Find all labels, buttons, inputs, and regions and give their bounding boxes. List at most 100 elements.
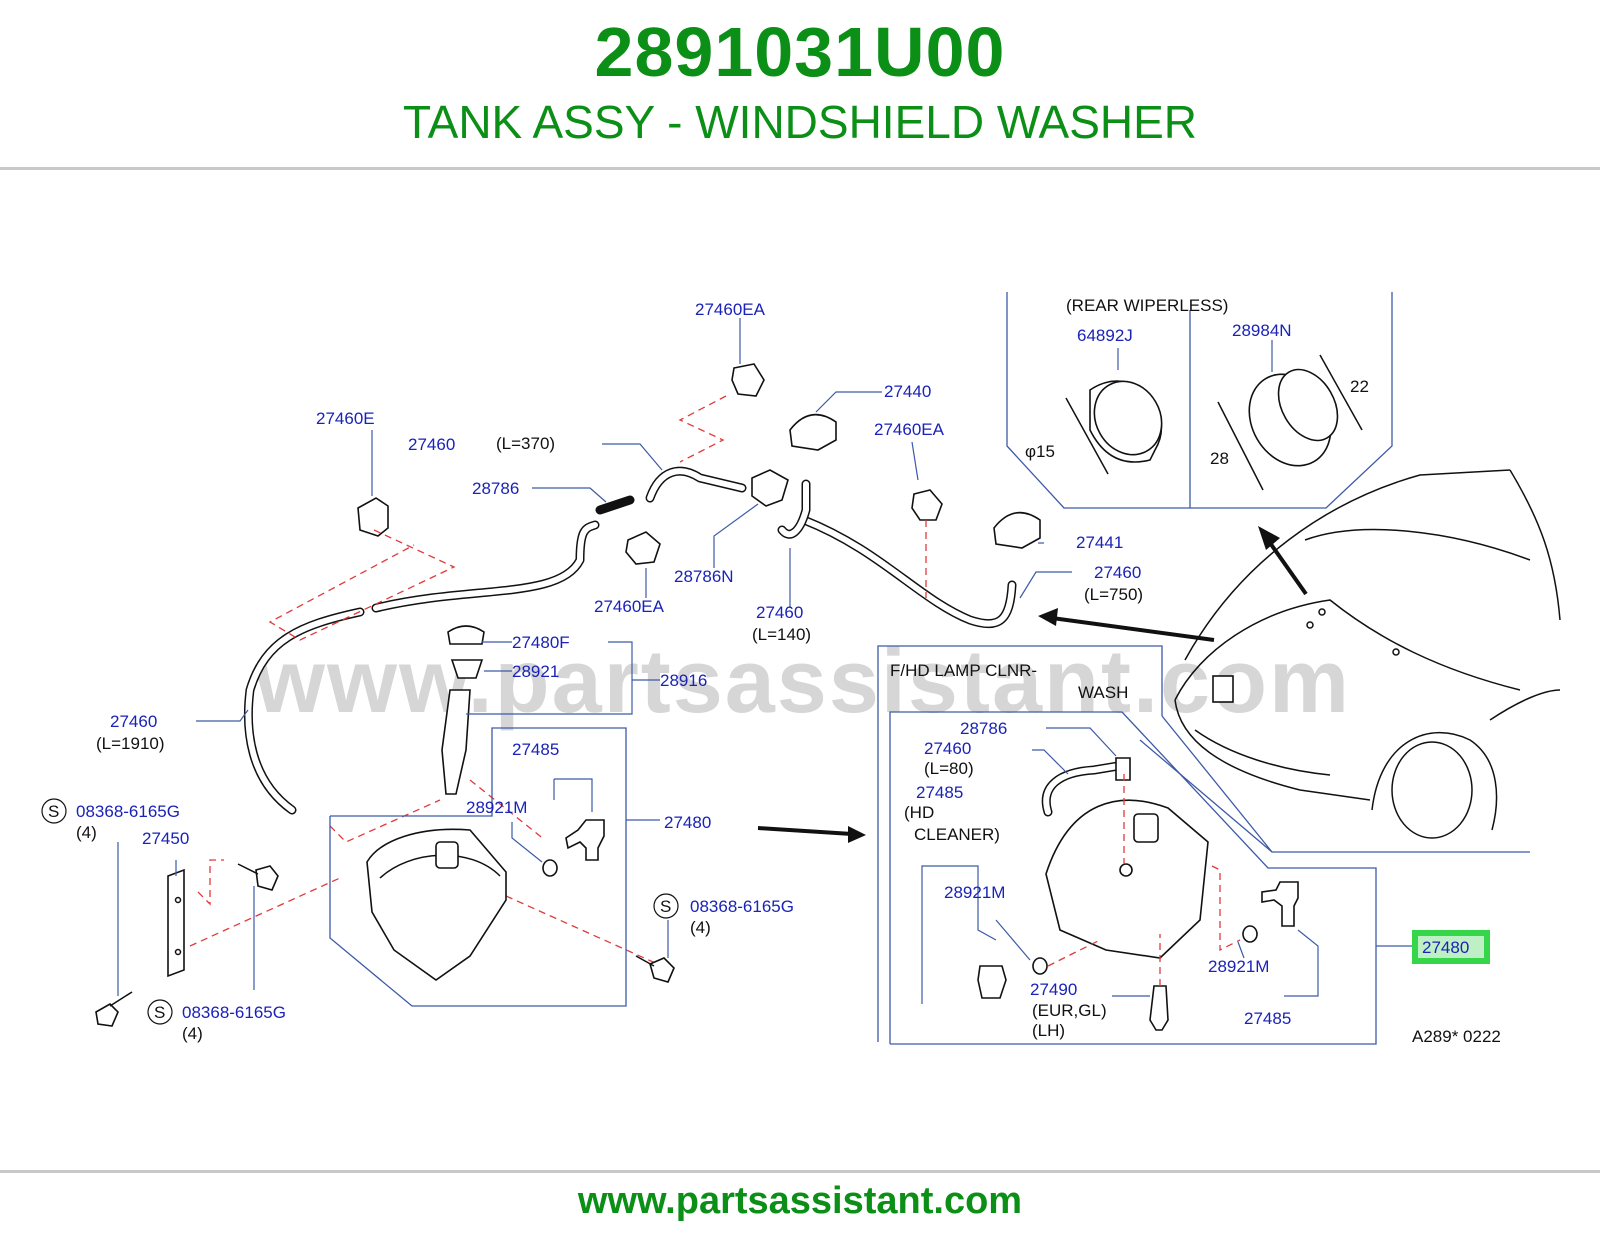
label-bolt-a[interactable]: 08368-6165G (76, 802, 180, 821)
clip-27460ea-top[interactable] (731, 363, 765, 397)
label-27460-l750[interactable]: 27460 (1094, 563, 1141, 582)
pump-27485-hd[interactable] (977, 965, 1007, 999)
bolt-08368-a[interactable] (255, 865, 279, 891)
label-27460ea-low[interactable]: 27460EA (594, 597, 665, 616)
nozzle-27441[interactable] (993, 511, 1041, 549)
leader-27460-l750 (1019, 571, 1072, 599)
connector-28786[interactable] (595, 495, 635, 515)
label-64892j[interactable]: 64892J (1077, 326, 1133, 345)
label-27460ea-top[interactable]: 27460EA (695, 300, 766, 319)
label-27460-l370[interactable]: 27460 (408, 435, 455, 454)
label-28916[interactable]: 28916 (660, 671, 707, 690)
label-27485-inset[interactable]: 27485 (916, 783, 963, 802)
dim-line-22 (1319, 354, 1363, 431)
grommet-28921m-l[interactable] (1032, 957, 1048, 975)
label-28984n[interactable]: 28984N (1232, 321, 1292, 340)
clip-27460e[interactable] (357, 497, 389, 537)
inset-fhd-title-2: WASH (1078, 683, 1128, 702)
label-eur-gl: (EUR,GL) (1032, 1001, 1107, 1020)
arrow-to-fhd-inset (757, 826, 853, 836)
filler-cap-27480f[interactable] (447, 625, 485, 645)
label-27460e[interactable]: 27460E (316, 409, 375, 428)
bracket-27450[interactable] (167, 868, 185, 978)
connector-28786-inset[interactable] (1115, 757, 1131, 781)
grommet-28921m[interactable] (542, 859, 558, 877)
label-27480f[interactable]: 27480F (512, 633, 570, 652)
label-28786-inset[interactable]: 28786 (960, 719, 1007, 738)
pump-27485-inset-r[interactable] (1261, 881, 1299, 927)
label-27450[interactable]: 27450 (142, 829, 189, 848)
inset-rear-wiperless: (REAR WIPERLESS) 64892J 28984N φ15 22 28 (1006, 292, 1393, 509)
label-27460ea-mid[interactable]: 27460EA (874, 420, 945, 439)
label-len-80: (L=80) (924, 759, 974, 778)
leader-27485-inset-r (1284, 929, 1319, 997)
label-hd-cleaner-1: (HD (904, 803, 934, 822)
s-mark-b (147, 999, 173, 1025)
s-mark-c-text: S (660, 897, 671, 916)
label-28921m-main[interactable]: 28921M (466, 798, 527, 817)
label-bolt-c[interactable]: 08368-6165G (690, 897, 794, 916)
labels-main: 27460EA 27440 27460EA 27460E 27460 (L=37… (41, 300, 1143, 1043)
bolt-08368-b[interactable] (95, 1003, 119, 1027)
dash-clip-27460e (268, 529, 456, 641)
label-27440[interactable]: 27440 (884, 382, 931, 401)
strainer-28921[interactable] (450, 659, 484, 679)
washer-tank-27480[interactable] (366, 828, 507, 981)
label-bolt-c-qty: (4) (690, 918, 711, 937)
sensor-27490[interactable] (1149, 985, 1169, 1031)
main-tank-group (95, 625, 675, 1027)
parts-diagram: www.partsassistant.com (REAR WIPERLESS) … (0, 170, 1600, 1170)
inset-fhd-lamp-cleaner: F/HD LAMP CLNR- WASH 28786 27460 (L=80) … (877, 645, 1501, 1046)
label-27485-inset-r[interactable]: 27485 (1244, 1009, 1291, 1028)
leader-27485-hd (921, 865, 997, 1004)
s-mark-a-text: S (48, 802, 59, 821)
nozzle-27440[interactable] (789, 413, 837, 451)
footer-website-link[interactable]: www.partsassistant.com (577, 1180, 1023, 1222)
label-len-1910: (L=1910) (96, 734, 165, 753)
reference-code: A289* 0222 (1412, 1027, 1501, 1046)
page-header: 2891031U00 TANK ASSY - WINDSHIELD WASHER (0, 0, 1600, 168)
hd-tank-filler (1133, 813, 1159, 843)
grommet-28921m-r[interactable] (1242, 925, 1258, 943)
header-divider (0, 167, 1600, 170)
label-28921m-inset-r[interactable]: 28921M (1208, 957, 1269, 976)
label-28921[interactable]: 28921 (512, 662, 559, 681)
filler-tube-28916[interactable] (441, 689, 471, 795)
label-27490[interactable]: 27490 (1030, 980, 1077, 999)
dim-line-phi15 (1065, 397, 1109, 475)
car-washer-tank-location (1212, 675, 1234, 703)
inset-fhd-title-1: F/HD LAMP CLNR- (890, 661, 1037, 680)
joint-28786n[interactable] (751, 469, 789, 507)
label-27441[interactable]: 27441 (1076, 533, 1123, 552)
bolt-08368-c[interactable] (649, 957, 675, 983)
bolt-shank-c (635, 955, 655, 967)
label-bolt-b[interactable]: 08368-6165G (182, 1003, 286, 1022)
dash-grommet (469, 779, 546, 841)
arrow-to-fhd-inset-head (848, 826, 866, 843)
label-27460-l140[interactable]: 27460 (756, 603, 803, 622)
hose-27460-mid[interactable] (371, 520, 600, 613)
parts-diagram-svg: www.partsassistant.com (REAR WIPERLESS) … (41, 292, 1561, 1046)
leader-27440 (815, 391, 882, 413)
label-28786n[interactable]: 28786N (674, 567, 734, 586)
clip-27460ea-mid[interactable] (911, 489, 943, 521)
label-28921m-inset-l[interactable]: 28921M (944, 883, 1005, 902)
label-27460-inset[interactable]: 27460 (924, 739, 971, 758)
dim-phi15: φ15 (1025, 442, 1055, 461)
label-27485-main[interactable]: 27485 (512, 740, 559, 759)
label-len-370: (L=370) (496, 434, 555, 453)
leader-28786n (713, 503, 759, 568)
label-27480-main[interactable]: 27480 (664, 813, 711, 832)
car-windshield-base (1304, 528, 1531, 561)
washer-tank-hd-cleaner[interactable] (1045, 799, 1209, 959)
arrow-to-hose-head (1038, 608, 1058, 626)
dash-bolt-c (505, 895, 663, 967)
label-28786[interactable]: 28786 (472, 479, 519, 498)
leader-27460-inset (1032, 749, 1069, 775)
label-27480-highlight[interactable]: 27480 (1422, 938, 1469, 957)
pump-27485[interactable] (565, 819, 605, 861)
car-wheel-arch (1371, 732, 1498, 831)
label-27460-l1910[interactable]: 27460 (110, 712, 157, 731)
car-a-pillar (1509, 469, 1561, 621)
clip-27460ea-low[interactable] (625, 531, 661, 565)
